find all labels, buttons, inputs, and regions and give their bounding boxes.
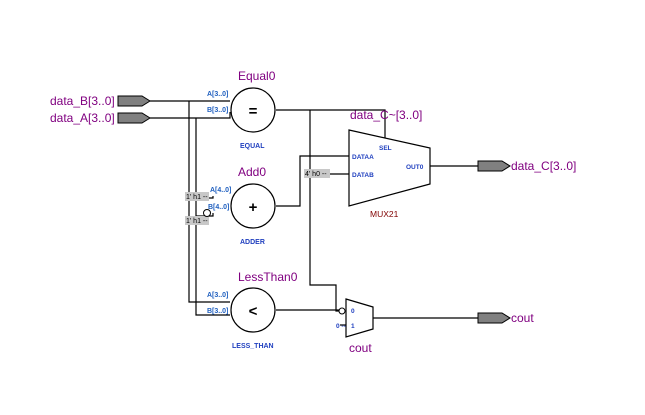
- pin-data-c-label: data_C[3..0]: [511, 159, 576, 173]
- node-equal-circle: [230, 87, 276, 133]
- pin-data-c[interactable]: data_C[3..0]: [477, 159, 576, 173]
- pin-data-a-label: data_A[3..0]: [50, 111, 115, 125]
- wire-data-a: [150, 112, 231, 119]
- node-add[interactable]: Add0 1' h1 -- 1' h1 -- A[4..0] B[4..0] +…: [185, 165, 276, 246]
- node-add-port-a: A[4..0]: [210, 187, 231, 194]
- node-mux21-out: OUT0: [406, 164, 424, 171]
- node-lessthan-port-b: B[3..0]: [207, 308, 228, 315]
- node-lessthan-name: LessThan0: [238, 270, 298, 284]
- node-add-name: Add0: [238, 165, 266, 179]
- node-cout-mux-in0: 0: [351, 308, 355, 315]
- pin-data-b[interactable]: data_B[3..0]: [50, 94, 151, 108]
- node-add-inverter-bubble-icon: [203, 209, 211, 217]
- node-mux21-trapezoid: [348, 129, 431, 207]
- wire-data-a-down: [195, 118, 230, 316]
- wire-equal-cout: [309, 110, 340, 312]
- pin-data-a[interactable]: data_A[3..0]: [50, 111, 151, 125]
- node-mux21-name: data_C~[3..0]: [350, 108, 422, 122]
- node-add-port-b: B[4..0]: [208, 204, 229, 211]
- node-add-circle: [230, 183, 276, 229]
- node-add-type: ADDER: [240, 239, 265, 246]
- pin-data-b-arrow-icon: [117, 95, 151, 107]
- cout-inverter-bubble-icon: [338, 307, 346, 315]
- node-equal[interactable]: Equal0 A[3..0] B[3..0] = EQUAL: [207, 69, 276, 150]
- node-equal-name: Equal0: [238, 69, 276, 83]
- pin-data-a-arrow-icon: [117, 112, 151, 124]
- const-mux21-box: [304, 169, 330, 178]
- const-add-b-box: [185, 216, 209, 225]
- pin-data-b-label: data_B[3..0]: [50, 94, 115, 108]
- node-mux21-dataa: DATAA: [352, 154, 374, 161]
- pin-cout[interactable]: cout: [477, 311, 534, 325]
- node-lessthan[interactable]: LessThan0 A[3..0] B[3..0] < LESS_THAN: [207, 270, 298, 350]
- wire-data-b-down: [188, 101, 230, 303]
- pin-cout-arrow-icon: [477, 312, 511, 324]
- const-add-a: 1' h1 --: [186, 194, 208, 201]
- lessthan-symbol-icon: <: [249, 303, 258, 320]
- node-cout-mux-name: cout: [349, 341, 372, 355]
- node-cout-mux-in1: 1: [351, 323, 355, 330]
- equal-symbol-icon: =: [249, 103, 258, 120]
- const-add-a-box: [185, 192, 209, 201]
- wire-add-out: [276, 155, 349, 207]
- node-mux21-sel: SEL: [379, 145, 392, 152]
- node-equal-port-b: B[3..0]: [207, 107, 228, 114]
- wires: [150, 100, 478, 326]
- const-add-b: 1' h1 --: [186, 218, 208, 225]
- node-mux21-type: MUX21: [370, 209, 399, 219]
- node-mux21[interactable]: data_C~[3..0] SEL DATAA DATAB OUT0 4' h0…: [304, 108, 431, 219]
- node-equal-port-a: A[3..0]: [207, 91, 228, 98]
- pin-data-c-arrow-icon: [477, 160, 511, 172]
- node-lessthan-port-a: A[3..0]: [207, 292, 228, 299]
- node-lessthan-type: LESS_THAN: [232, 343, 274, 350]
- add-symbol-icon: +: [249, 199, 258, 216]
- node-cout-mux[interactable]: 0 1 0 -- cout: [336, 298, 374, 355]
- node-cout-mux-trapezoid: [345, 298, 374, 338]
- pin-cout-label: cout: [511, 311, 534, 325]
- wire-equal-out: [276, 109, 386, 148]
- const-cout: 0 --: [336, 323, 346, 330]
- node-lessthan-circle: [230, 287, 276, 333]
- node-equal-type: EQUAL: [240, 143, 265, 150]
- const-mux21: 4' h0 --: [305, 171, 327, 178]
- node-mux21-datab: DATAB: [352, 172, 374, 179]
